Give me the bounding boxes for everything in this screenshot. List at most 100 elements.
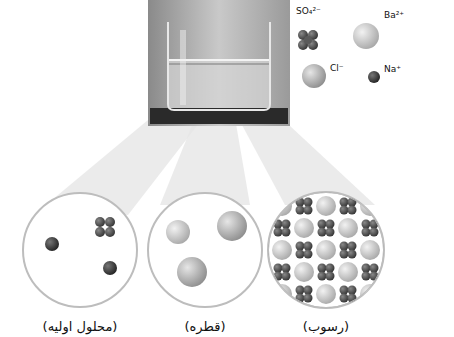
oxygen-atom <box>252 198 261 207</box>
oxygen-atom <box>274 176 283 185</box>
barium-ion <box>250 262 270 282</box>
sulfate-ion <box>318 264 335 281</box>
oxygen-atom <box>304 198 313 207</box>
beam <box>160 118 250 205</box>
zoom-circle <box>268 192 384 308</box>
oxygen-atom <box>260 242 269 251</box>
ion-label: Cl⁻ <box>330 63 344 73</box>
barium-ion <box>316 196 336 216</box>
oxygen-atom <box>326 272 335 281</box>
oxygen-atom <box>260 294 269 303</box>
oxygen-atom <box>370 184 379 193</box>
sodium-ion <box>103 261 117 275</box>
oxygen-atom <box>384 294 393 303</box>
sulfate-ion <box>340 242 357 259</box>
oxygen-atom <box>370 176 379 185</box>
barium-ion <box>382 218 402 238</box>
oxygen-atom <box>260 250 269 259</box>
oxygen-atom <box>392 286 401 295</box>
oxygen-atom <box>318 272 327 281</box>
oxygen-atom <box>296 242 305 251</box>
oxygen-atom <box>304 206 313 215</box>
barium-ion <box>382 306 402 326</box>
oxygen-atom <box>362 272 371 281</box>
sulfate-ion <box>384 286 401 303</box>
oxygen-atom <box>274 184 283 193</box>
oxygen-atom <box>362 176 371 185</box>
oxygen-atom <box>282 228 291 237</box>
sulfate-ion <box>362 308 379 325</box>
oxygen-atom <box>370 264 379 273</box>
sulfate-ion <box>318 220 335 237</box>
oxygen-atom <box>304 294 313 303</box>
oxygen-atom <box>348 242 357 251</box>
oxygen-atom <box>384 286 393 295</box>
oxygen-atom <box>274 228 283 237</box>
barium-ion <box>338 262 358 282</box>
chloride-sample <box>302 64 326 88</box>
oxygen-atom <box>362 184 371 193</box>
oxygen-atom <box>362 220 371 229</box>
oxygen-atom <box>282 264 291 273</box>
sulfate-ion <box>362 176 379 193</box>
oxygen-atom <box>252 294 261 303</box>
barium-ion <box>166 220 190 244</box>
oxygen-atom <box>326 220 335 229</box>
oxygen-atom <box>282 184 291 193</box>
sodium-sample <box>368 71 380 83</box>
oxygen-atom <box>304 242 313 251</box>
barium-ion <box>250 306 270 326</box>
oxygen-atom <box>304 286 313 295</box>
oxygen-atom <box>274 308 283 317</box>
oxygen-atom <box>282 308 291 317</box>
oxygen-atom <box>340 198 349 207</box>
barium-ion <box>382 174 402 194</box>
chloride-ion <box>217 211 247 241</box>
oxygen-atom <box>340 206 349 215</box>
oxygen-atom <box>384 242 393 251</box>
oxygen-atom <box>282 220 291 229</box>
circle-caption: (محلول اولیه) <box>11 319 149 334</box>
oxygen-atom <box>282 272 291 281</box>
precipitate-lattice <box>250 174 402 326</box>
oxygen-atom <box>384 250 393 259</box>
barium-ion <box>294 262 314 282</box>
zoom-node: (محلول اولیه) <box>11 193 149 334</box>
oxygen-atom <box>370 316 379 325</box>
oxygen-atom <box>362 316 371 325</box>
sulfate-ion <box>318 176 335 193</box>
sulfate-ion <box>95 217 115 237</box>
oxygen-atom <box>326 184 335 193</box>
sulfate-ion <box>252 198 269 215</box>
oxygen-atom <box>326 308 335 317</box>
oxygen-atom <box>362 308 371 317</box>
oxygen-atom <box>340 242 349 251</box>
sulfate-ion <box>252 242 269 259</box>
sulfate-ion <box>384 242 401 259</box>
oxygen-atom <box>282 316 291 325</box>
sulfate-ion <box>274 176 291 193</box>
oxygen-atom <box>304 250 313 259</box>
zoom-node: (قطره) <box>136 193 274 334</box>
oxygen-atom <box>340 286 349 295</box>
oxygen-atom <box>348 286 357 295</box>
oxygen-atom <box>362 228 371 237</box>
sulfate-ion <box>252 286 269 303</box>
oxygen-atom <box>252 206 261 215</box>
barium-ion <box>382 262 402 282</box>
barium-ion <box>272 240 292 260</box>
oxygen-atom <box>318 264 327 273</box>
beaker-photo <box>148 0 290 126</box>
oxygen-atom <box>318 228 327 237</box>
oxygen-atom <box>384 198 393 207</box>
zoom-circle <box>23 193 137 307</box>
oxygen-atom <box>326 176 335 185</box>
sulfate-ion <box>274 308 291 325</box>
chloride-ion <box>177 257 207 287</box>
oxygen-atom <box>392 294 401 303</box>
oxygen-atom <box>252 242 261 251</box>
circle-caption: (قطره) <box>136 319 274 334</box>
oxygen-atom <box>296 206 305 215</box>
oxygen-atom <box>326 228 335 237</box>
